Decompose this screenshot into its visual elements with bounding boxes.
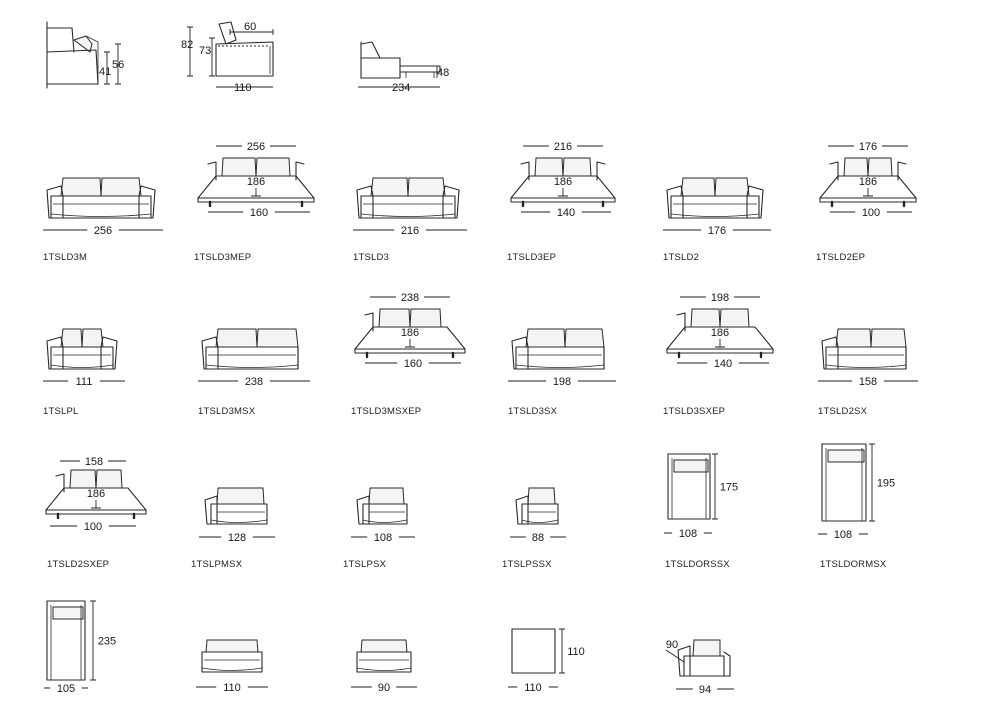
dim-depth: 110 xyxy=(567,646,585,658)
module-code: 1TSLPSSX xyxy=(502,559,552,570)
module-code: 1TSLPMSX xyxy=(191,559,243,570)
side-view-profile: 82 73 60 110 xyxy=(181,21,274,94)
dim-top-width: 158 xyxy=(85,456,103,468)
dim-width: 100 xyxy=(862,207,880,219)
dim-width: 140 xyxy=(557,207,575,219)
dim-width: 140 xyxy=(714,358,732,370)
dim-top-width: 256 xyxy=(247,141,265,153)
module-item-20: 90 xyxy=(351,639,417,694)
module-code: 1TSLDORMSX xyxy=(820,559,887,570)
module-code: 1TSLD3MSXEP xyxy=(351,406,421,417)
module-code: 1TSLD3MEP xyxy=(194,252,251,263)
side-view-bed-open: 48 234 xyxy=(358,41,449,94)
dim-side: 90 xyxy=(666,639,678,651)
module-1tslpssx: 88 1TSLPSSX xyxy=(502,487,566,570)
dim-depth: 186 xyxy=(247,176,265,188)
dim-width: 128 xyxy=(228,532,246,544)
dim-width: 256 xyxy=(94,225,112,237)
module-code: 1TSLD3SXEP xyxy=(663,406,725,417)
module-1tsld3msxep: 238 186 160 1TSLD3MSXEP xyxy=(351,292,466,417)
module-code: 1TSLD2 xyxy=(663,252,699,263)
module-item-18: 235 105 xyxy=(44,600,116,695)
module-1tslpl: 111 1TSLPL xyxy=(43,328,125,417)
module-code: 1TSLD3M xyxy=(43,252,87,263)
module-grid: 2561TSLD3M2561861601TSLD3MEP2161TSLD3216… xyxy=(43,141,918,696)
dim-profile-width: 110 xyxy=(234,82,252,94)
dim-width: 94 xyxy=(699,684,711,696)
dim-depth: 195 xyxy=(877,478,895,490)
module-code: 1TSLD3 xyxy=(353,252,389,263)
dim-width: 216 xyxy=(401,225,419,237)
dim-width: 158 xyxy=(859,376,877,388)
dim-seat-depth: 60 xyxy=(244,21,256,33)
dim-width: 160 xyxy=(404,358,422,370)
dim-width: 198 xyxy=(553,376,571,388)
dim-width: 111 xyxy=(76,376,93,388)
module-1tsld3sx: 198 1TSLD3SX xyxy=(508,328,616,417)
module-1tsld3ep: 216 186 140 1TSLD3EP xyxy=(507,141,616,263)
module-item-22: 90 94 xyxy=(665,639,734,696)
module-1tsld2: 176 1TSLD2 xyxy=(663,177,771,263)
module-code: 1TSLD2SXEP xyxy=(47,559,109,570)
module-1tsld3sxep: 198 186 140 1TSLD3SXEP xyxy=(663,292,774,417)
module-code: 1TSLD3EP xyxy=(507,252,556,263)
dim-top-width: 238 xyxy=(401,292,419,304)
dim-top-width: 176 xyxy=(859,141,877,153)
dim-bed-open-width: 234 xyxy=(392,82,410,94)
dim-width: 110 xyxy=(524,682,542,694)
module-1tsld3msx: 238 1TSLD3MSX xyxy=(198,328,310,417)
dim-seat-height: 41 xyxy=(99,66,111,78)
dim-width: 90 xyxy=(378,682,390,694)
module-1tsld3m: 256 1TSLD3M xyxy=(43,177,163,263)
dim-width: 105 xyxy=(57,683,75,695)
module-code: 1TSLPSX xyxy=(343,559,387,570)
dim-back-height: 82 xyxy=(181,39,193,51)
dim-top-width: 198 xyxy=(711,292,729,304)
module-1tsld2ep: 176 186 100 1TSLD2EP xyxy=(816,141,917,263)
dim-top-width: 216 xyxy=(554,141,572,153)
module-1tsldorssx: 175 108 1TSLDORSSX xyxy=(664,453,738,570)
module-item-19: 110 xyxy=(196,639,268,694)
module-1tslpmsx: 128 1TSLPMSX xyxy=(191,487,275,570)
module-code: 1TSLD3MSX xyxy=(198,406,256,417)
module-1tsld3mep: 256 186 160 1TSLD3MEP xyxy=(194,141,315,263)
dim-depth: 235 xyxy=(98,636,116,648)
module-code: 1TSLDORSSX xyxy=(665,559,730,570)
dim-width: 100 xyxy=(84,521,102,533)
module-1tsld2sx: 158 1TSLD2SX xyxy=(818,328,918,417)
dim-arm-height: 56 xyxy=(112,59,124,71)
dim-width: 110 xyxy=(223,682,241,694)
dim-arm-height-2: 73 xyxy=(199,45,211,57)
module-code: 1TSLD3SX xyxy=(508,406,558,417)
dim-depth: 186 xyxy=(401,327,419,339)
dim-depth: 186 xyxy=(554,176,572,188)
module-1tsld2sxep: 158 186 100 1TSLD2SXEP xyxy=(45,456,147,570)
dim-width: 176 xyxy=(708,225,726,237)
module-item-21: 110 110 xyxy=(508,628,585,694)
side-view-seat: 41 56 xyxy=(46,21,124,89)
module-1tsldormsx: 195 108 1TSLDORMSX xyxy=(818,443,895,570)
dim-depth: 186 xyxy=(711,327,729,339)
dim-depth: 175 xyxy=(720,482,738,494)
dim-width: 160 xyxy=(250,207,268,219)
module-code: 1TSLD2EP xyxy=(816,252,865,263)
module-1tslpsx: 108 1TSLPSX xyxy=(343,487,415,570)
module-1tsld3: 216 1TSLD3 xyxy=(353,177,467,263)
dim-width: 108 xyxy=(834,529,852,541)
module-code: 1TSLD2SX xyxy=(818,406,868,417)
module-code: 1TSLPL xyxy=(43,406,79,417)
dim-width: 238 xyxy=(245,376,263,388)
dim-width: 108 xyxy=(374,532,392,544)
dim-bed-height: 48 xyxy=(437,67,449,79)
dim-depth: 186 xyxy=(87,488,105,500)
dim-width: 108 xyxy=(679,528,697,540)
dim-width: 88 xyxy=(532,532,544,544)
dim-depth: 186 xyxy=(859,176,877,188)
